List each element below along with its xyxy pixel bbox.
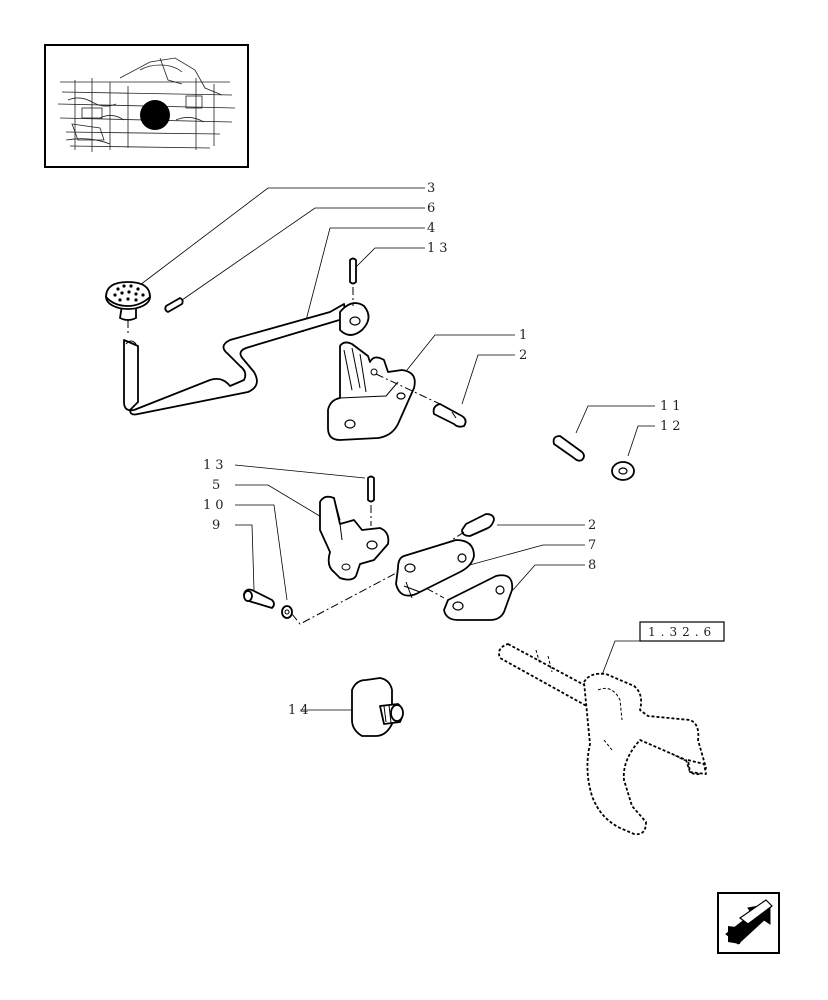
callout-12: 12 (660, 419, 685, 434)
callout-11: 11 (660, 399, 685, 414)
part-2-pin-upper (432, 403, 467, 428)
part-11-pin (552, 435, 585, 462)
callout-6: 6 (427, 201, 439, 216)
part-14-fitting (351, 677, 404, 737)
shift-fork-assembly (498, 643, 707, 836)
callout-4: 4 (427, 221, 439, 236)
part-5-lever-plate (319, 495, 390, 581)
callout-2-top: 2 (519, 348, 531, 363)
callout-labels: 3 6 4 13 1 2 11 12 13 5 10 9 2 7 8 14 (203, 181, 685, 718)
leader-lines (135, 187, 655, 711)
part-1-bracket (327, 341, 441, 441)
part-13-pin-mid (367, 475, 375, 526)
callout-14: 14 (288, 703, 313, 718)
part-10-washer (281, 571, 399, 625)
part-7-link (395, 539, 475, 599)
reference-link[interactable]: 1.32.6 (639, 621, 725, 642)
part-6-pin (164, 297, 184, 313)
callout-2-bottom: 2 (588, 518, 600, 533)
callout-13-top: 13 (427, 241, 452, 256)
part-4-lever-rod (123, 257, 370, 416)
callout-3: 3 (427, 181, 439, 196)
part-12-washer (611, 461, 635, 481)
callout-5: 5 (212, 478, 224, 493)
callout-8: 8 (588, 558, 600, 573)
callout-1: 1 (519, 328, 531, 343)
callout-7: 7 (588, 538, 600, 553)
part-8-link (425, 574, 514, 621)
part-9-bolt (243, 588, 275, 609)
callout-13-mid: 13 (203, 458, 228, 473)
locator-thumbnail (44, 44, 249, 168)
reference-label[interactable]: 1.32.6 (648, 625, 716, 639)
part-3-knob (105, 281, 151, 321)
callout-10: 10 (203, 498, 228, 513)
callout-9: 9 (212, 518, 224, 533)
next-page-arrow-icon[interactable] (717, 892, 780, 954)
